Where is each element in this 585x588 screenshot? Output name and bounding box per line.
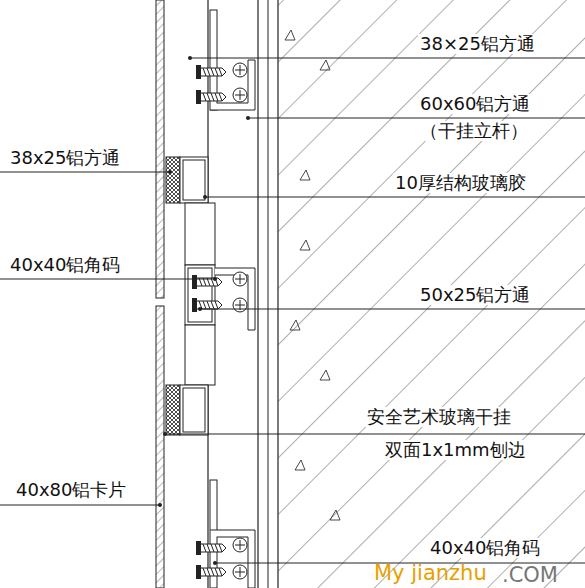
watermark: My jianzhu — [372, 563, 489, 583]
part-note: 双面1x1mm刨边 — [383, 440, 528, 460]
part-label: 40x40铝角码 — [428, 538, 542, 558]
part-label: 38×25铝方通 — [418, 34, 537, 54]
watermark: .COM — [500, 565, 560, 585]
part-label: 38x25铝方通 — [8, 148, 122, 168]
part-label: 40x40铝角码 — [8, 255, 122, 275]
part-label: 安全艺术玻璃干挂 — [365, 407, 513, 427]
part-label: 10厚结构玻璃胶 — [393, 173, 528, 193]
part-note: （干挂立杆） — [418, 121, 530, 141]
part-label: 40x80铝卡片 — [14, 480, 128, 500]
part-label: 50x25铝方通 — [418, 285, 532, 305]
part-label: 60x60铝方通 — [418, 94, 532, 114]
